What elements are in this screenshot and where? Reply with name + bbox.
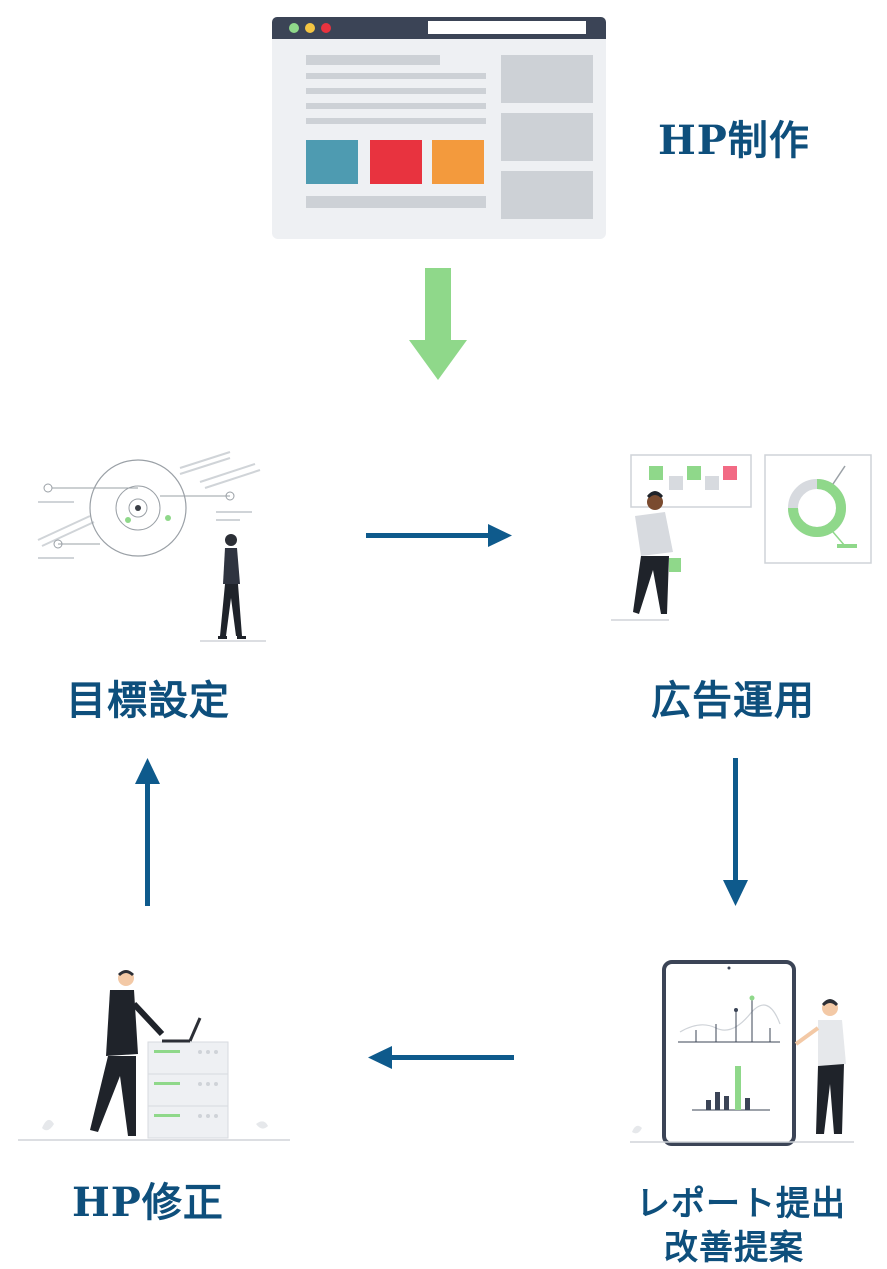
ad-operation-illustration <box>611 454 872 621</box>
start-arrow-down-icon <box>409 268 467 380</box>
flow-arrow-right-icon <box>366 524 512 547</box>
hp-fix-illustration <box>18 970 290 1141</box>
flow-arrow-down-icon <box>723 758 748 906</box>
step-label-hp-fix: HP修正 <box>72 1179 224 1226</box>
report-illustration <box>630 960 854 1146</box>
step-label-goal-setting: 目標設定 <box>66 677 230 724</box>
step-label-report-line2: 改善提案 <box>664 1228 804 1268</box>
step-label-report-line1: レポート提出 <box>636 1184 846 1224</box>
goal-setting-illustration <box>37 451 266 642</box>
flow-arrow-left-icon <box>368 1046 514 1069</box>
browser-mockup-illustration <box>272 17 606 239</box>
flow-arrow-up-icon <box>135 758 160 906</box>
step-label-ad-operation: 広告運用 <box>651 677 815 724</box>
step-label-hp-create: HP制作 <box>658 117 810 164</box>
